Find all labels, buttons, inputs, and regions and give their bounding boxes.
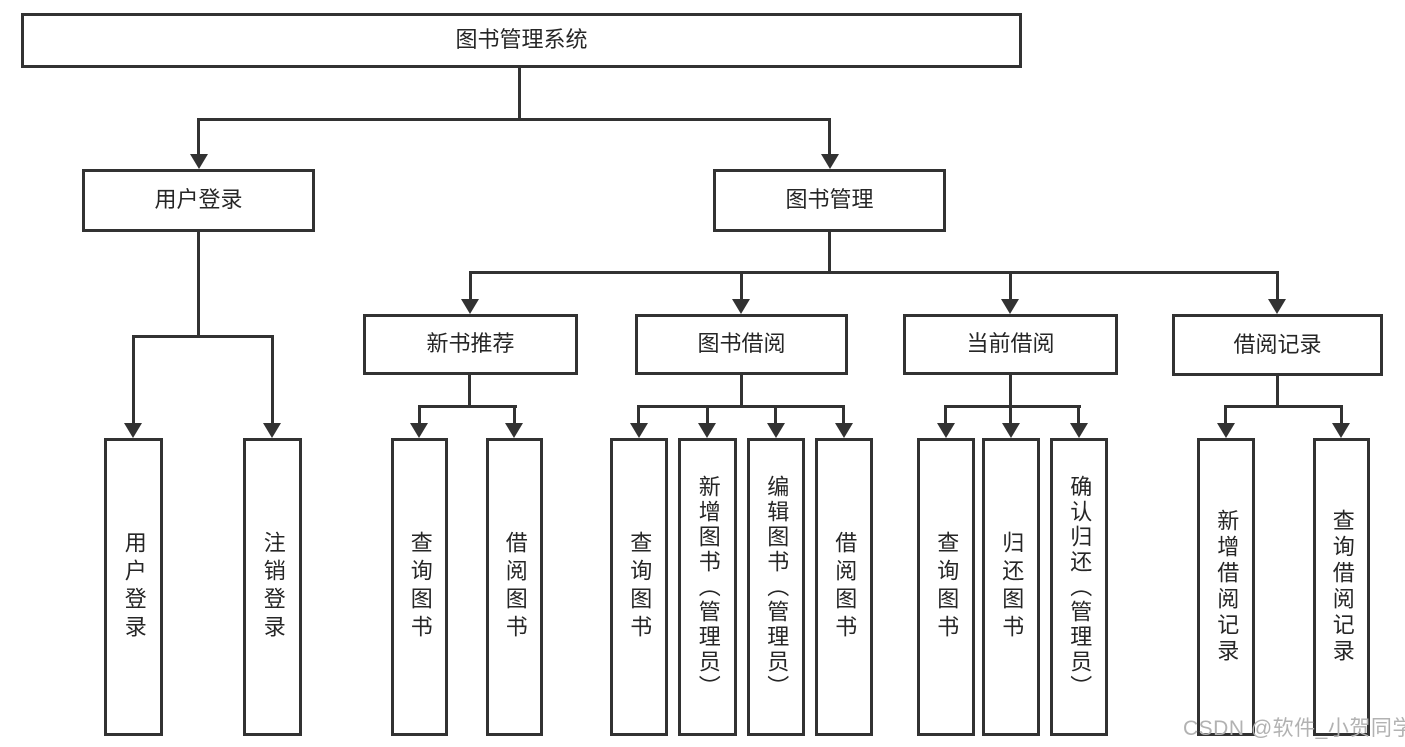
arrow-down-icon [263, 423, 281, 438]
connector-borrow-records-stem [1276, 376, 1279, 407]
csdn-watermark: CSDN @软件_小贺同学 [1183, 717, 1405, 740]
leaf-borrow-borrow-book: 借阅图书 [815, 438, 873, 736]
connector-book-mgmt-bar [469, 271, 1279, 274]
arrow-down-icon [505, 423, 523, 438]
connector-new-book-rec-bar [418, 405, 517, 408]
connector-drop-records-query-record [1340, 405, 1343, 424]
connector-current-borrow-bar [944, 405, 1081, 408]
connector-drop-book-borrow [740, 271, 743, 300]
connector-root-bar [197, 118, 831, 121]
connector-book-borrow-bar [637, 405, 845, 408]
connector-drop-leaf-logout [271, 335, 274, 424]
leaf-borrow-query-book: 查询图书 [610, 438, 668, 736]
connector-drop-borrow-borrow-book [842, 405, 845, 424]
connector-new-book-rec-stem [468, 375, 471, 407]
node-book-mgmt: 图书管理 [713, 169, 946, 232]
connector-drop-current-return-book [1009, 405, 1012, 424]
arrow-down-icon [767, 423, 785, 438]
connector-drop-records-add-record [1224, 405, 1227, 424]
arrow-down-icon [835, 423, 853, 438]
connector-drop-borrow-records [1276, 271, 1279, 300]
leaf-records-add-record: 新增借阅记录 [1197, 438, 1255, 736]
arrow-down-icon [1070, 423, 1088, 438]
arrow-down-icon [1001, 299, 1019, 314]
node-borrow-records: 借阅记录 [1172, 314, 1383, 376]
leaf-logout: 注销登录 [243, 438, 302, 736]
node-user-login: 用户登录 [82, 169, 315, 232]
leaf-borrow-edit-book: 编辑图书（管理员） [747, 438, 805, 736]
leaf-current-confirm-return: 确认归还（管理员） [1050, 438, 1108, 736]
arrow-down-icon [821, 154, 839, 169]
leaf-borrow-add-book: 新增图书（管理员） [678, 438, 737, 736]
arrow-down-icon [698, 423, 716, 438]
node-root-library-system: 图书管理系统 [21, 13, 1022, 68]
connector-drop-leaf-user-login [132, 335, 135, 424]
arrow-down-icon [937, 423, 955, 438]
node-current-borrow: 当前借阅 [903, 314, 1118, 375]
arrow-down-icon [1002, 423, 1020, 438]
connector-drop-borrow-query-book [637, 405, 640, 424]
connector-drop-current-confirm-return [1077, 405, 1080, 424]
arrow-down-icon [630, 423, 648, 438]
arrow-down-icon [124, 423, 142, 438]
connector-current-borrow-stem [1009, 375, 1012, 407]
leaf-rec-query-book: 查询图书 [391, 438, 448, 736]
arrow-down-icon [732, 299, 750, 314]
arrow-down-icon [1332, 423, 1350, 438]
connector-drop-user-login [197, 118, 200, 156]
connector-drop-borrow-edit-book [774, 405, 777, 424]
leaf-current-return-book: 归还图书 [982, 438, 1040, 736]
connector-drop-rec-query-book [418, 405, 421, 424]
arrow-down-icon [1217, 423, 1235, 438]
connector-drop-current-borrow [1009, 271, 1012, 300]
arrow-down-icon [461, 299, 479, 314]
arrow-down-icon [410, 423, 428, 438]
connector-drop-borrow-add-book [706, 405, 709, 424]
connector-borrow-records-bar [1224, 405, 1343, 408]
node-new-book-rec: 新书推荐 [363, 314, 578, 375]
connector-book-mgmt-stem [828, 232, 831, 274]
leaf-user-login: 用户登录 [104, 438, 163, 736]
node-book-borrow: 图书借阅 [635, 314, 848, 375]
connector-drop-rec-borrow-book [513, 405, 516, 424]
leaf-records-query-record: 查询借阅记录 [1313, 438, 1370, 736]
connector-drop-current-query-book [944, 405, 947, 424]
connector-user-login-stem [197, 232, 200, 338]
leaf-current-query-book: 查询图书 [917, 438, 975, 736]
connector-user-login-bar [132, 335, 274, 338]
connector-drop-book-mgmt [828, 118, 831, 156]
arrow-down-icon [190, 154, 208, 169]
connector-drop-new-book-rec [469, 271, 472, 300]
connector-book-borrow-stem [740, 375, 743, 407]
connector-root-stem [518, 68, 521, 120]
arrow-down-icon [1268, 299, 1286, 314]
leaf-rec-borrow-book: 借阅图书 [486, 438, 543, 736]
